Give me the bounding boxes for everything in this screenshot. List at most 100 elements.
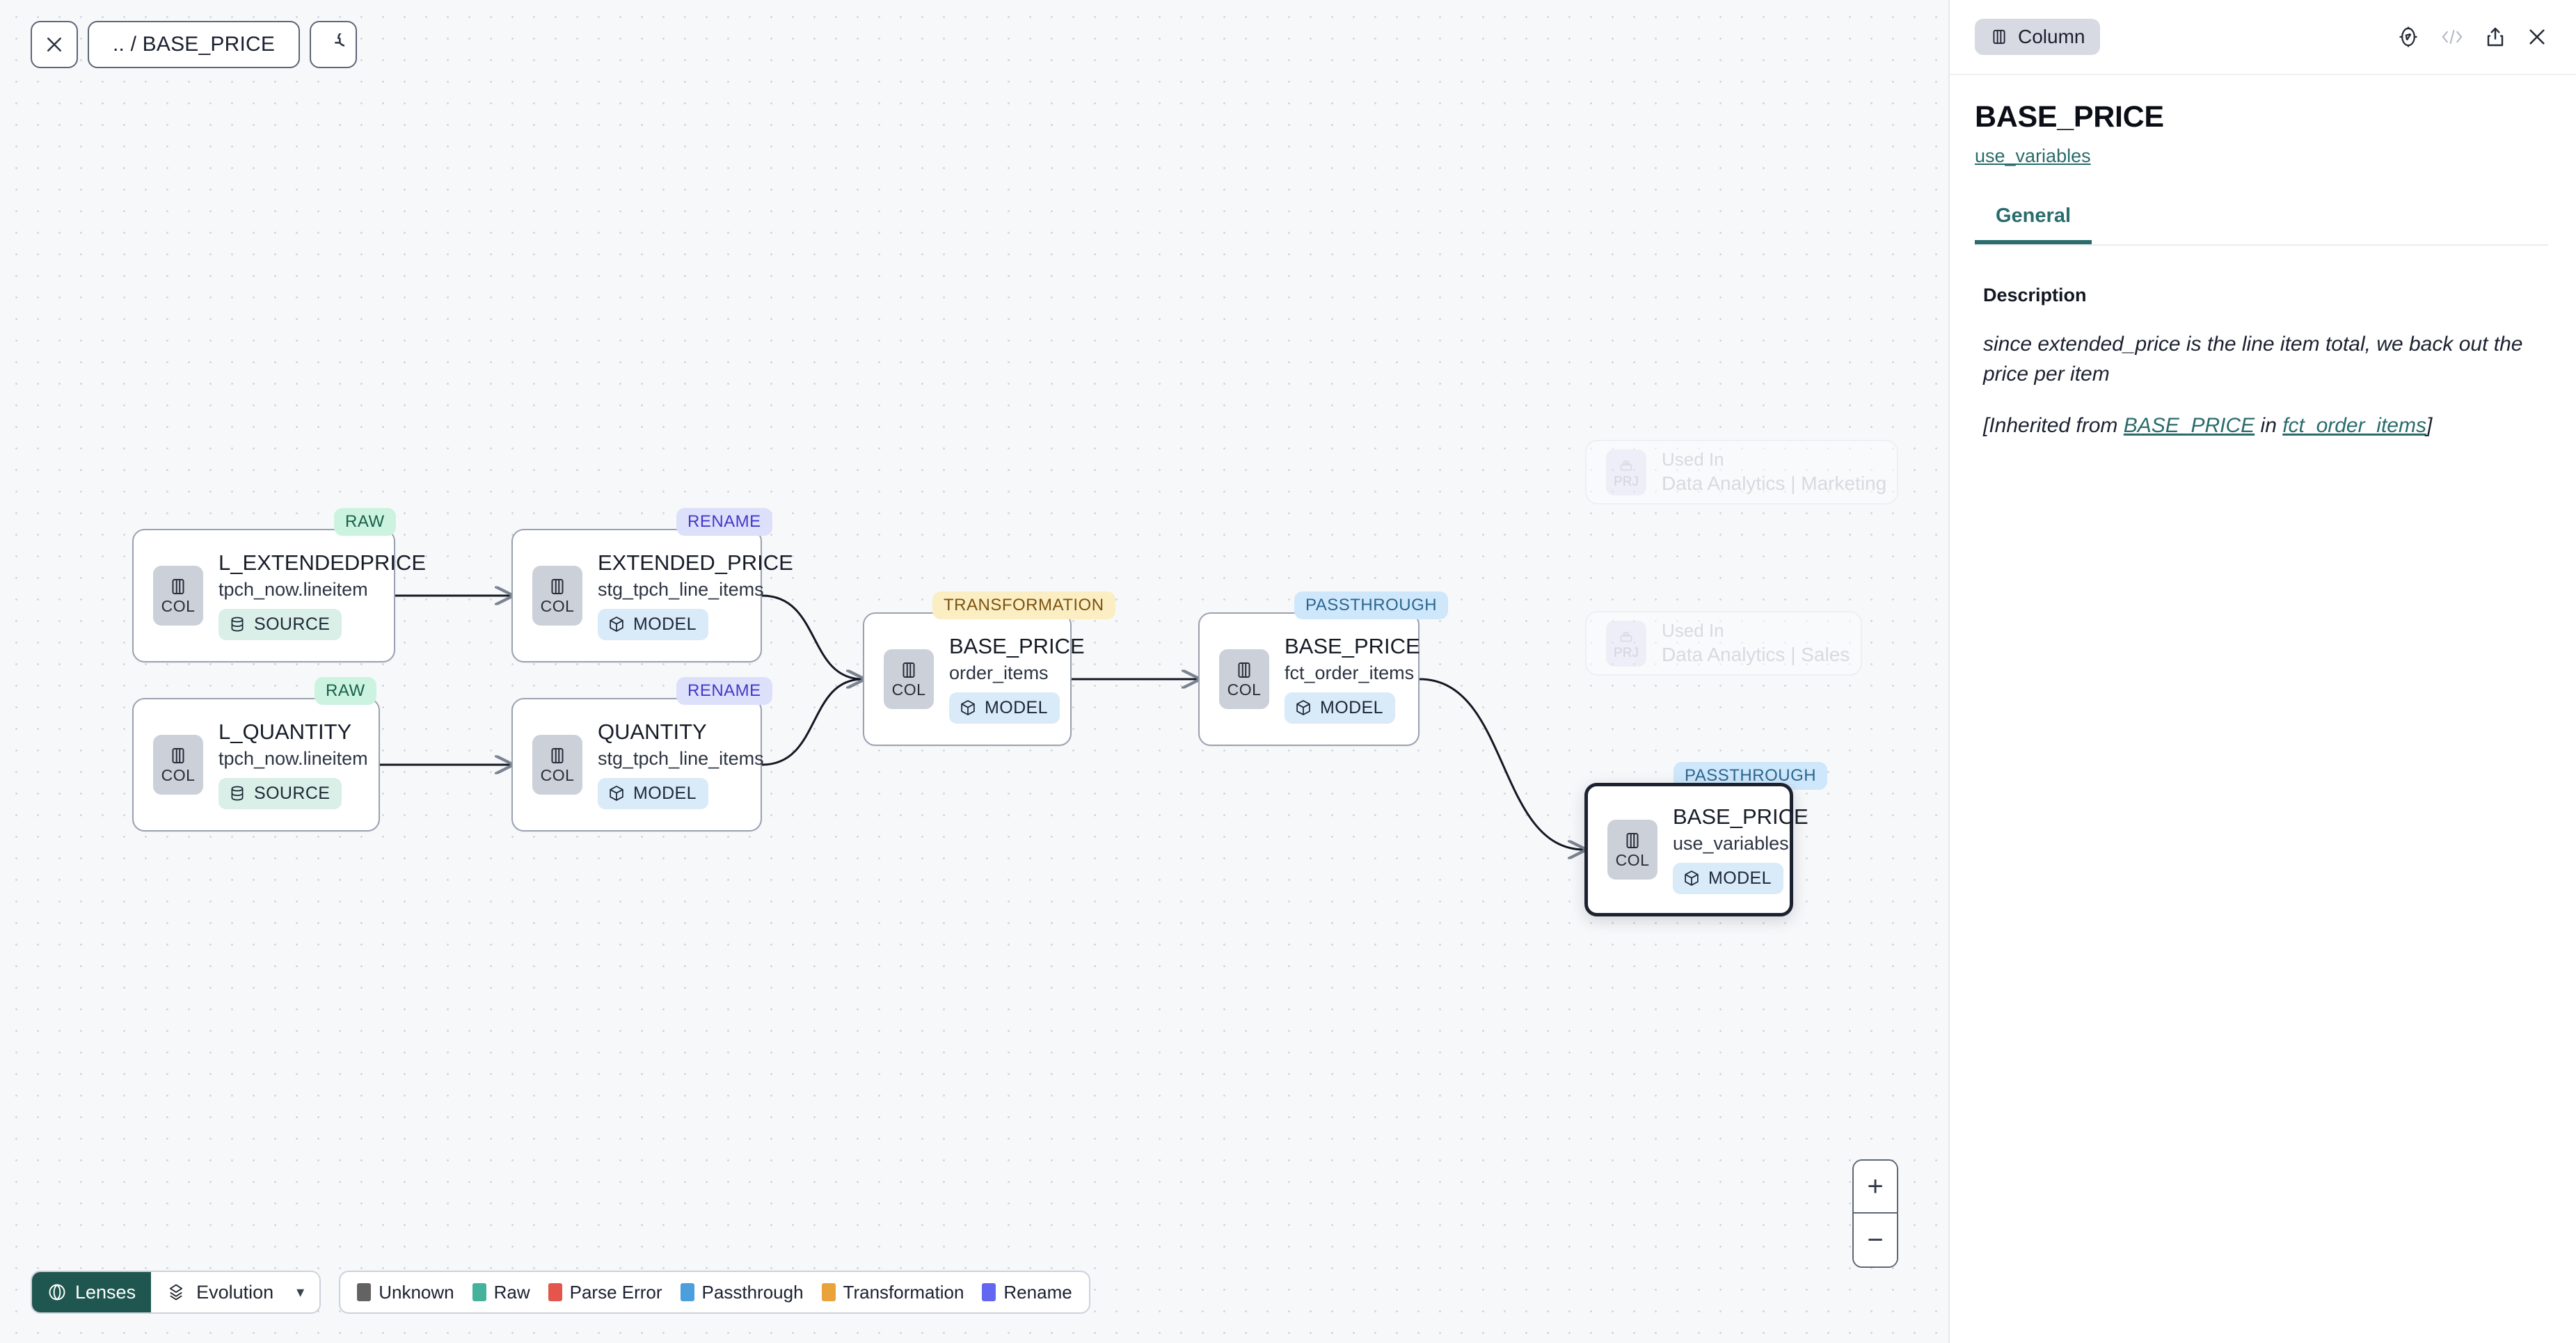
column-icon xyxy=(1993,29,2005,45)
lens-controls: Lenses Evolution ▾ xyxy=(31,1271,321,1314)
node-kind-label: MODEL xyxy=(633,614,697,634)
column-chip-label: COL xyxy=(1227,681,1262,699)
column-chip-label: COL xyxy=(540,597,575,616)
cube-icon xyxy=(610,786,623,802)
used-in-label: Used In xyxy=(1662,448,1724,470)
parent-model-link[interactable]: use_variables xyxy=(1975,145,2091,166)
node-title: L_QUANTITY xyxy=(218,720,352,745)
node-title: BASE_PRICE xyxy=(1673,804,1808,829)
legend-item[interactable]: Unknown xyxy=(357,1282,454,1303)
cube-icon xyxy=(961,700,975,716)
column-chip: COL xyxy=(532,565,582,626)
legend-item[interactable]: Passthrough xyxy=(680,1282,804,1303)
node-kind-badge: MODEL xyxy=(1673,862,1783,894)
node-kind-badge: SOURCE xyxy=(218,608,342,640)
lenses-button[interactable]: Lenses xyxy=(32,1272,152,1312)
entity-type-badge: Column xyxy=(1975,19,2101,55)
column-chip: COL xyxy=(532,734,582,795)
entity-type-label: Column xyxy=(2018,26,2085,47)
project-chip-label: PRJ xyxy=(1614,474,1639,489)
project-chip-label: PRJ xyxy=(1614,645,1639,660)
lens-tag-rename: RENAME xyxy=(676,508,772,536)
database-icon xyxy=(231,617,244,632)
details-panel-body: BASE_PRICE use_variables General xyxy=(1950,75,2576,246)
node-kind-label: MODEL xyxy=(1708,868,1772,888)
node-kind-label: MODEL xyxy=(985,697,1048,717)
inherited-model-link[interactable]: fct_order_items xyxy=(2282,414,2426,438)
inherited-column-link[interactable]: BASE_PRICE xyxy=(2123,414,2255,438)
node-kind-label: SOURCE xyxy=(254,614,331,634)
description-text: since extended_price is the line item to… xyxy=(1983,333,2523,386)
refresh-button[interactable] xyxy=(310,21,358,68)
legend-swatch xyxy=(357,1283,372,1301)
lens-legend: Unknown Raw Parse Error Passthrough Transfor… xyxy=(339,1271,1090,1314)
tab-general[interactable]: General xyxy=(1975,205,2092,244)
lens-tag-raw: RAW xyxy=(315,677,376,705)
project-chip: PRJ xyxy=(1606,449,1646,495)
code-icon[interactable] xyxy=(2440,26,2465,47)
inherited-note: [Inherited from BASE_PRICE in fct_order_… xyxy=(1983,414,2548,438)
column-chip: COL xyxy=(1219,649,1269,709)
chevron-down-icon: ▾ xyxy=(296,1283,305,1301)
legend-item[interactable]: Rename xyxy=(982,1282,1072,1303)
node-kind-badge: MODEL xyxy=(949,692,1060,724)
cube-icon xyxy=(1685,871,1699,887)
legend-item[interactable]: Transformation xyxy=(821,1281,964,1303)
details-panel-header: Column xyxy=(1950,0,2576,75)
cube-icon xyxy=(1296,700,1310,716)
node-kind-label: MODEL xyxy=(1320,697,1383,717)
compass-icon[interactable] xyxy=(2396,25,2420,49)
evolution-label: Evolution xyxy=(196,1281,274,1303)
column-chip: COL xyxy=(153,734,203,795)
zoom-in-button[interactable]: + xyxy=(1854,1161,1897,1214)
lens-tag-trans: TRANSFORMATION xyxy=(932,591,1115,619)
close-icon xyxy=(47,38,61,51)
project-icon xyxy=(1620,631,1632,642)
breadcrumb[interactable]: .. / BASE_PRICE xyxy=(88,21,301,68)
legend-swatch xyxy=(821,1283,836,1301)
legend-label: Transformation xyxy=(843,1281,964,1303)
details-panel: Column BASE_PRICE use_variables xyxy=(1948,0,2576,1343)
inherited-suffix: ] xyxy=(2426,414,2433,438)
column-chip-label: COL xyxy=(161,766,196,785)
legend-swatch xyxy=(680,1283,694,1301)
legend-item[interactable]: Parse Error xyxy=(548,1282,662,1303)
node-kind-label: MODEL xyxy=(633,783,697,803)
close-button[interactable] xyxy=(31,21,78,68)
column-chip-label: COL xyxy=(540,766,575,785)
node-title: QUANTITY xyxy=(598,720,707,745)
column-icon xyxy=(172,748,184,764)
legend-swatch xyxy=(982,1283,996,1301)
aperture-icon xyxy=(49,1284,65,1301)
evolution-dropdown[interactable]: Evolution ▾ xyxy=(151,1272,320,1312)
project-icon xyxy=(1620,460,1632,470)
column-icon xyxy=(172,579,184,595)
node-subtitle: tpch_now.lineitem xyxy=(218,747,368,769)
inherited-middle: in xyxy=(2255,414,2283,438)
share-icon[interactable] xyxy=(2484,26,2506,48)
panel-header-actions xyxy=(2396,25,2548,49)
canvas-bottombar: Lenses Evolution ▾ Unknown Raw Parse Error… xyxy=(31,1271,1090,1314)
node-title: L_EXTENDEDPRICE xyxy=(218,550,427,575)
cube-icon xyxy=(610,617,623,633)
node-subtitle: use_variables xyxy=(1673,832,1789,854)
lenses-label: Lenses xyxy=(75,1281,136,1303)
node-kind-badge: MODEL xyxy=(1285,692,1395,724)
zoom-out-button[interactable]: − xyxy=(1854,1214,1897,1266)
close-icon[interactable] xyxy=(2526,26,2548,48)
column-icon xyxy=(551,579,564,595)
details-tabs: General xyxy=(1975,205,2548,246)
legend-label: Parse Error xyxy=(569,1281,662,1303)
legend-item[interactable]: Raw xyxy=(472,1282,530,1303)
